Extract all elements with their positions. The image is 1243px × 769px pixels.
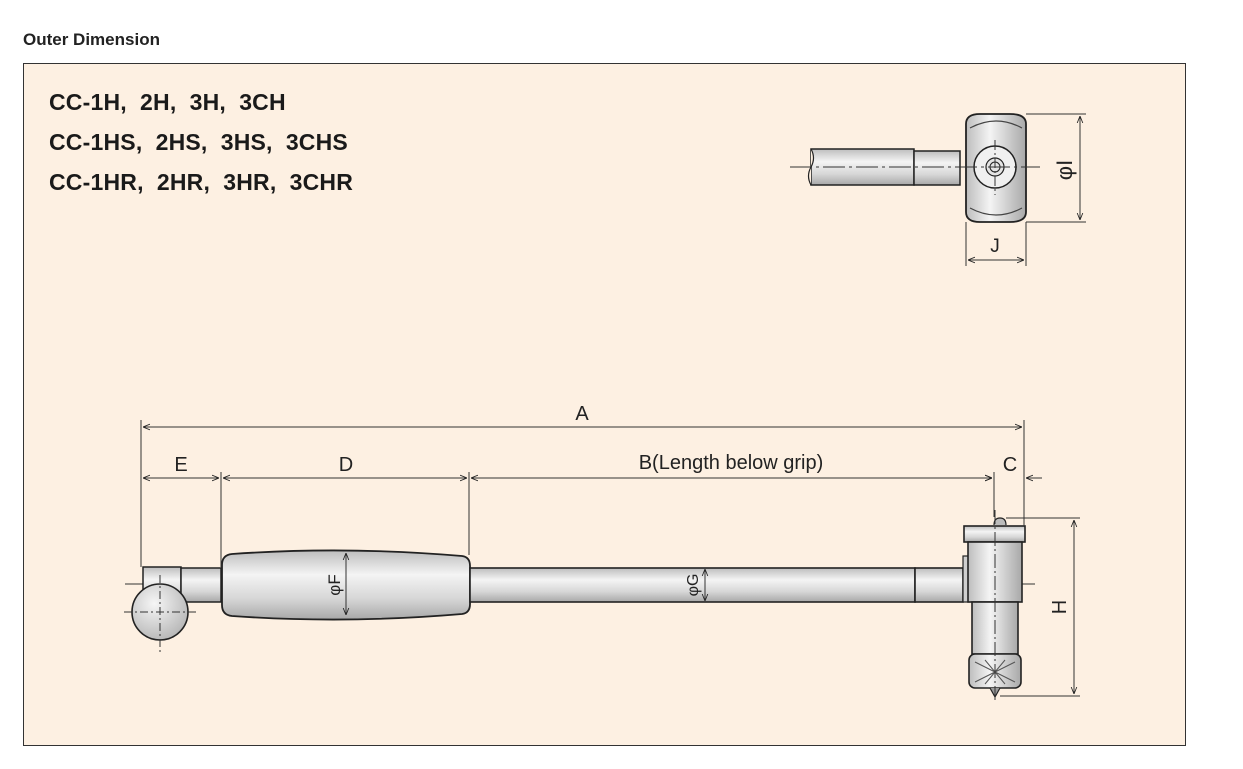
model-line: CC-1HR, 2HR, 3HR, 3CHR [49,169,354,195]
section-title: Outer Dimension [23,30,160,49]
end-neck [180,567,222,603]
dim-f-label: φF [325,574,344,595]
model-line: CC-1HS, 2HS, 3HS, 3CHS [49,129,348,155]
dim-j-label: J [990,236,1000,257]
dim-i-label: φI [1052,160,1077,180]
rod [469,567,916,603]
rod-collar [914,567,964,603]
dim-h-label: H [1049,600,1071,614]
dim-g-label: φG [685,574,702,597]
model-list: CC-1H, 2H, 3H, 3CH CC-1HS, 2HS, 3HS, 3CH… [49,88,353,208]
dim-c-label: C [1003,454,1017,476]
head-detail-view: φI J [790,113,1086,266]
detail-head-edge-bottom [969,207,1023,216]
dim-b-label: B(Length below grip) [639,452,824,474]
model-line: CC-1H, 2H, 3H, 3CH [49,89,286,115]
dim-d-label: D [339,454,353,476]
detail-head-edge-top [969,120,1023,129]
head-contact-top [993,517,1007,526]
dim-e-label: E [174,454,187,476]
dim-a-label: A [575,403,589,425]
detail-collar [913,150,961,186]
gauge-side-view: φF φG A E D B(Length below g [124,403,1080,702]
